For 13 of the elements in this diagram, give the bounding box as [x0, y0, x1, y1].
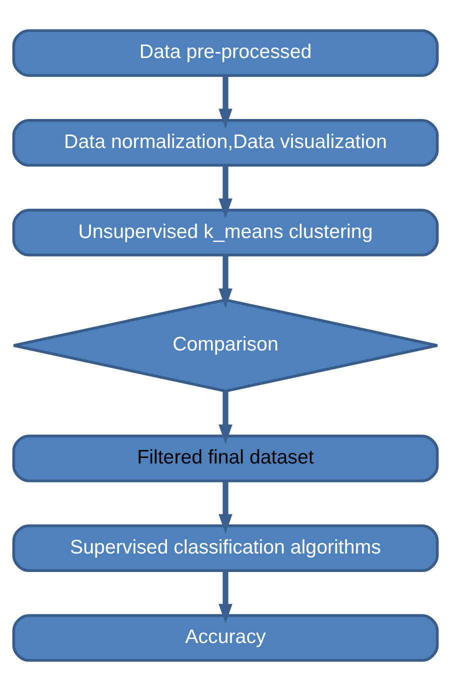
- node-box: Data pre-processed: [12, 28, 439, 76]
- arrow: [218, 75, 232, 128]
- node-box: Supervised classification algorithms: [12, 524, 439, 572]
- arrow: [218, 570, 232, 624]
- node-box: Unsupervised k_means clustering: [12, 208, 439, 256]
- node-diamond: Comparison: [12, 298, 439, 392]
- arrow: [218, 480, 232, 534]
- arrow: [218, 164, 232, 218]
- arrow: [218, 254, 232, 308]
- node-box: Filtered final dataset: [12, 434, 439, 482]
- arrow: [218, 391, 232, 444]
- node-box: Accuracy: [12, 614, 439, 662]
- node-box: Data normalization,Data visualization: [12, 118, 439, 166]
